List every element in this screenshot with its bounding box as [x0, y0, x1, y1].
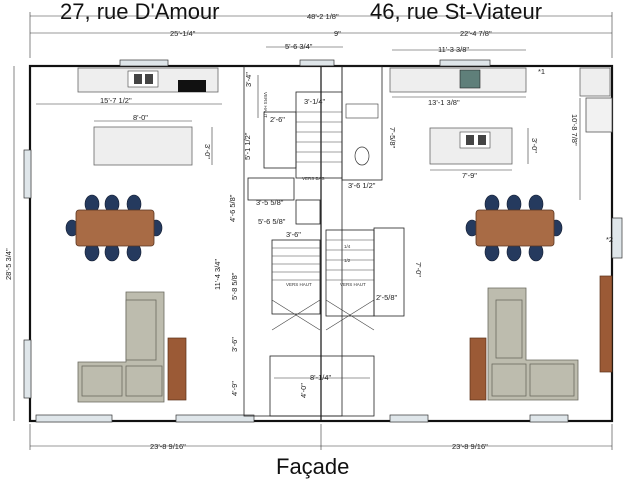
dim-right-counter: 11'-3 3/8"	[438, 45, 469, 54]
window-top-left	[119, 59, 169, 67]
step-label-1: 1/4	[344, 244, 351, 249]
right-dining-table	[475, 209, 555, 247]
left-island	[93, 126, 193, 166]
dim-left-island-gap: 3'-0"	[203, 144, 212, 159]
dim-bottom-right: 23'-8 9/16"	[452, 442, 488, 451]
window-bottom-3	[389, 414, 429, 423]
left-height: 28'-5 3/4"	[4, 66, 15, 421]
dim-left-island: 8'-0"	[133, 113, 148, 122]
address-left: 27, rue D'Amour	[60, 0, 220, 24]
left-dining	[65, 194, 163, 262]
left-stove	[178, 80, 206, 92]
dim-right-kitchen: 13'-1 3/8"	[428, 98, 460, 107]
dim-stair-3-1-4: 3'-1/4"	[304, 97, 326, 106]
dim-bath-7-5-8: 7'-5/8"	[388, 127, 397, 149]
dim-right-width: 22'-4 7/8"	[460, 29, 492, 38]
window-left-2	[23, 339, 32, 399]
dim-stair-3-4: 3'-4"	[244, 72, 253, 87]
vers-haut-left: VERS HAUT	[286, 282, 312, 287]
toilet	[354, 146, 370, 166]
dim-stair-top: 5'-6 3/4"	[285, 42, 313, 51]
right-appliance	[459, 69, 481, 89]
dim-stair-3-6b: 3'-6"	[230, 337, 239, 352]
right-kitchen: *1 13'-1 3/8" 7'-9" 3'-0" 10'-8 7/8" *2	[389, 67, 613, 244]
bath-vanity	[345, 103, 379, 119]
right-living	[469, 275, 613, 401]
step-label-2: 1/2	[344, 258, 351, 263]
dim-center-gap: 9"	[334, 29, 341, 38]
window-top-center	[299, 59, 335, 67]
right-dining	[465, 194, 563, 262]
right-shelf-left	[469, 337, 487, 401]
dim-stair-11-4-3-4: 11'-4 3/4"	[213, 259, 222, 290]
dim-left-width: 25'-1/4"	[170, 29, 196, 38]
stairwell: VERS HAUT 3'-4" 3'-1/4" 2'-6" 5'-1 1/2" …	[213, 65, 423, 417]
left-kitchen: 15'-7 1/2" 8'-0" 3'-0"	[36, 67, 222, 166]
window-bottom-4	[529, 414, 569, 423]
dim-stair-5-1-1-2: 5'-1 1/2"	[243, 132, 252, 160]
left-living	[77, 291, 187, 403]
dim-right-island: 7'-9"	[462, 171, 477, 180]
dim-stair-4-6-5-8: 4'-6 5/8"	[228, 194, 237, 222]
dim-landing-w: 8'-1/4"	[310, 373, 332, 382]
dim-right-island-gap: 3'-0"	[530, 138, 539, 153]
dim-stair-4-9: 4'-9"	[230, 381, 239, 396]
dim-stair-3-6a: 3'-6"	[286, 230, 301, 239]
dim-overall-width: 48'-2 1/8"	[307, 12, 339, 21]
top-dimensions: 48'-2 1/8" 25'-1/4" 9" 22'-4 7/8" 5'-6 3…	[29, 12, 613, 58]
dim-right-wall: 10'-8 7/8"	[570, 114, 579, 146]
vers-haut-top: VERS HAUT	[263, 92, 268, 118]
left-dining-table	[75, 209, 155, 247]
dim-stair-3-5-5-8: 3'-5 5/8"	[256, 198, 284, 207]
window-bottom-1	[35, 414, 113, 423]
dim-overall-height: 28'-5 3/4"	[4, 248, 13, 280]
facade-label: Façade	[276, 454, 349, 479]
vers-bas-label: VERS BAS	[302, 176, 325, 181]
dim-landing-h: 4'-0"	[299, 383, 308, 398]
dim-stair-2-6: 2'-6"	[270, 115, 285, 124]
right-counter	[389, 67, 527, 93]
window-top-right	[439, 59, 491, 67]
address-right: 46, rue St-Viateur	[370, 0, 542, 24]
vers-haut-right: VERS HAUT	[340, 282, 366, 287]
dim-bottom-left: 23'-8 9/16"	[150, 442, 186, 451]
window-bottom-2	[175, 414, 255, 423]
note-2: *2	[606, 235, 613, 244]
note-1: *1	[538, 67, 545, 76]
dim-left-kitchen: 15'-7 1/2"	[100, 96, 132, 105]
dim-stair-2-5-8: 2'-5/8"	[376, 293, 398, 302]
dim-stair-5-6-5-8: 5'-6 5/8"	[258, 217, 286, 226]
window-left-1	[23, 149, 32, 199]
dim-bath-3-6-1-2: 3'-6 1/2"	[348, 181, 376, 190]
right-fridge	[585, 97, 613, 133]
dim-stair-7-0: 7'-0"	[414, 262, 423, 277]
dim-stair-5-8-5-8: 5'-8 5/8"	[230, 272, 239, 300]
bathroom	[341, 65, 383, 181]
windows	[23, 59, 623, 423]
left-shelf	[167, 337, 187, 401]
window-right-1	[611, 217, 623, 259]
bottom-dimensions: 23'-8 9/16" 23'-8 9/16"	[29, 424, 613, 451]
right-shelf-wall	[599, 275, 613, 373]
